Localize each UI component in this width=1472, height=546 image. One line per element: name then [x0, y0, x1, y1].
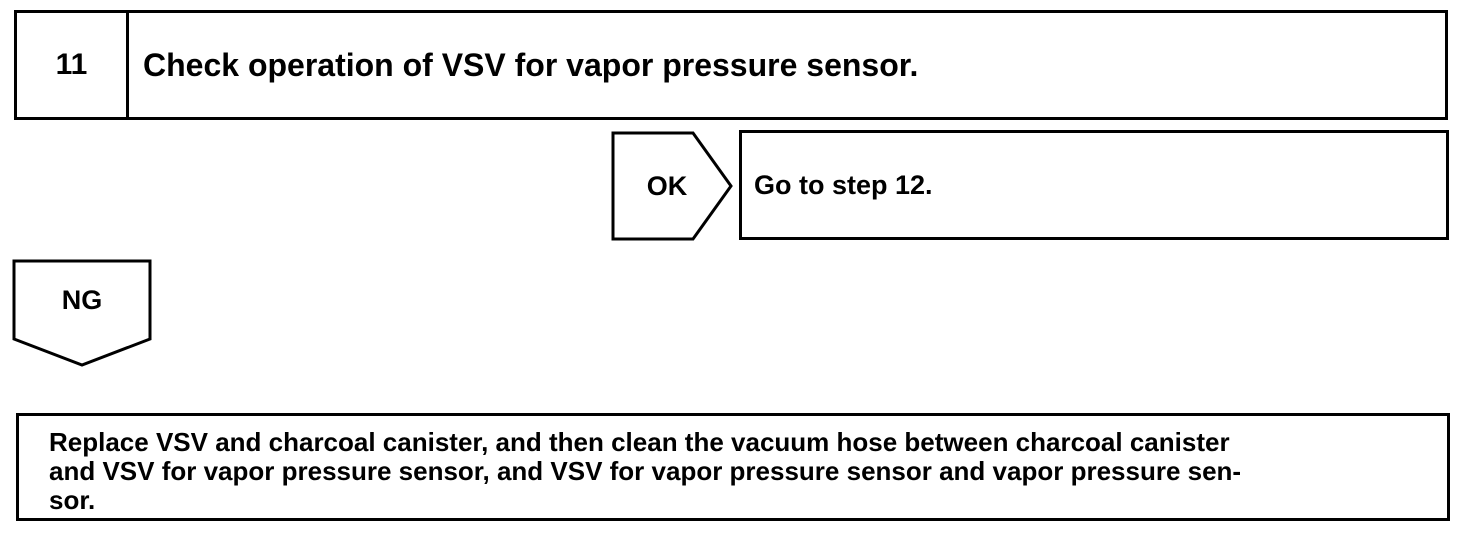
ng-label: NG: [61, 284, 103, 315]
ok-label: OK: [646, 170, 688, 201]
ng-action-line: and VSV for vapor pressure sensor, and V…: [49, 456, 1242, 486]
ng-arrow-shape: [12, 259, 152, 367]
ok-result-text: Go to step 12.: [754, 169, 933, 200]
ng-action-line: sor.: [49, 485, 96, 515]
ng-action-box: Replace VSV and charcoal canister, and t…: [16, 413, 1450, 521]
ok-result-box: Go to step 12.: [739, 130, 1449, 240]
step-number: 11: [17, 13, 129, 117]
step-title: Check operation of VSV for vapor pressur…: [143, 46, 919, 83]
ng-action-line: Replace VSV and charcoal canister, and t…: [49, 427, 1230, 457]
ok-arrow-shape: [611, 131, 733, 241]
step-header-box: 11 Check operation of VSV for vapor pres…: [14, 10, 1448, 120]
ng-action-text: Replace VSV and charcoal canister, and t…: [49, 428, 1433, 515]
